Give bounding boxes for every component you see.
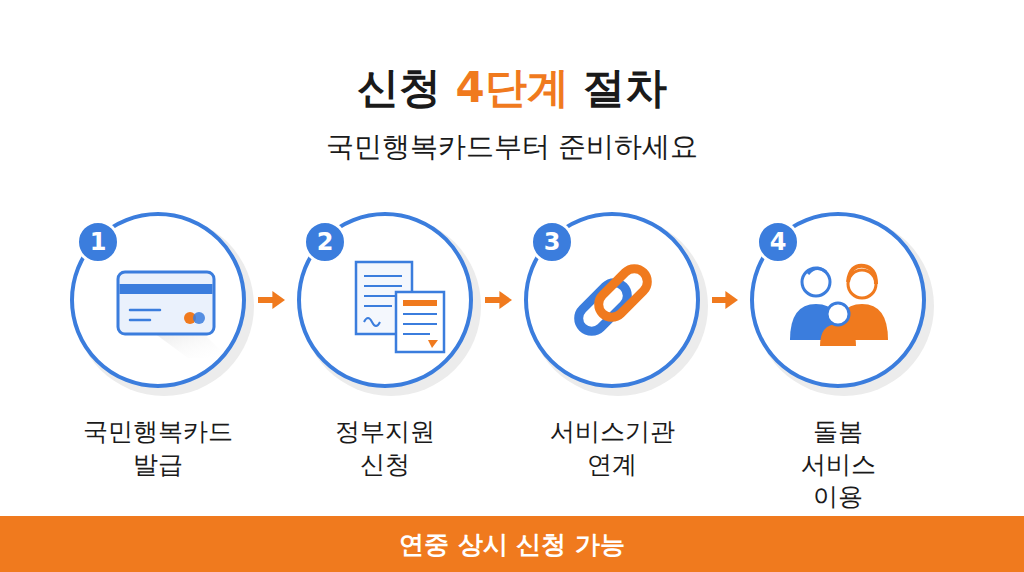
step-circle: 4 [750, 212, 926, 388]
step-node: 4 돌봄 서비스 이용 [723, 212, 953, 514]
family-icon [790, 266, 888, 346]
chain-icon [573, 263, 652, 336]
step-node: 2 정부지원 신청 [270, 212, 500, 481]
step-circle: 3 [524, 212, 700, 388]
flow-arrow [712, 291, 738, 309]
card-icon [118, 272, 228, 358]
step-circle: 1 [70, 212, 246, 388]
step-node: 3 서비스기관 연계 [497, 212, 727, 481]
step-label: 서비스기관 연계 [550, 416, 675, 481]
document-icon [356, 262, 444, 352]
band-text: 연중 상시 신청 가능 [399, 528, 625, 561]
step-circle: 2 [297, 212, 473, 388]
step-label: 돌봄 서비스 이용 [801, 416, 876, 514]
step-label: 국민행복카드 발급 [83, 416, 233, 481]
callout-number: 2 [303, 220, 347, 264]
callout-number: 4 [756, 220, 800, 264]
title: 신청 4단계 절차 [0, 60, 1024, 116]
subtitle: 국민행복카드부터 준비하세요 [0, 128, 1024, 166]
step-node: 1 국민행복카드 발급 [43, 212, 273, 481]
flow-arrow [485, 291, 512, 309]
callout-number: 1 [76, 220, 120, 264]
callout-number: 3 [530, 220, 574, 264]
footer-band: 연중 상시 신청 가능 [0, 516, 1024, 572]
flow-arrow [258, 291, 285, 309]
step-label: 정부지원 신청 [335, 416, 435, 481]
circle-shadow [72, 214, 934, 396]
